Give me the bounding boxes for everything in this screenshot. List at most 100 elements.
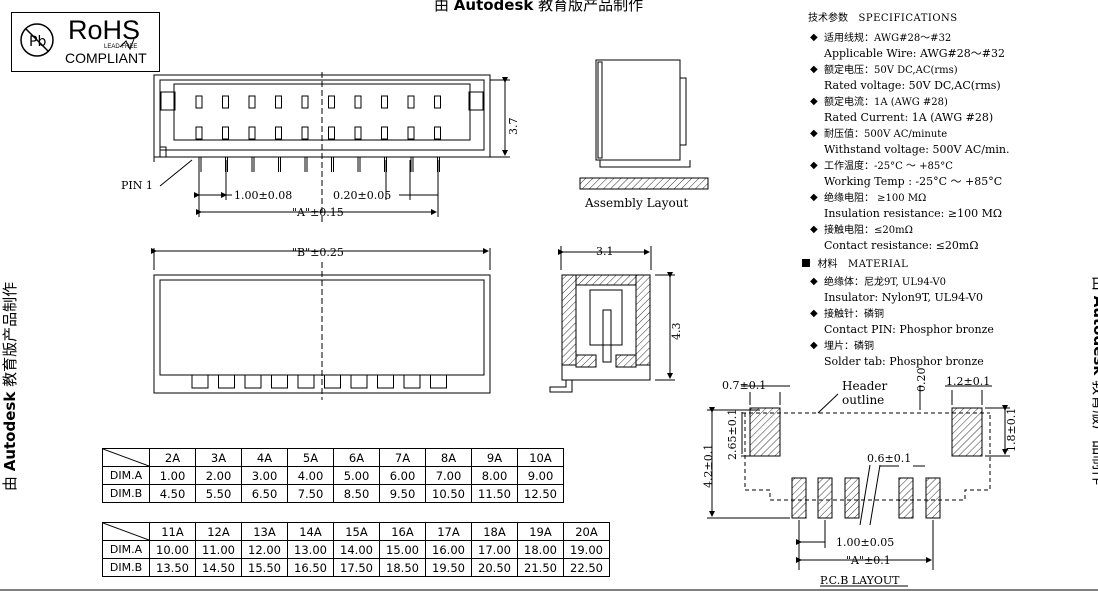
contact-slot bbox=[248, 126, 256, 140]
table-cell: 15.00 bbox=[379, 540, 426, 559]
watermark-prefix: 由 bbox=[434, 0, 450, 14]
rohs-pb-icon: Pb bbox=[20, 23, 135, 57]
table-cell: 2.00 bbox=[195, 466, 242, 485]
front-pin bbox=[403, 375, 421, 389]
front-pin bbox=[244, 375, 262, 389]
table-cell: 10.00 bbox=[149, 540, 196, 559]
contact-slot bbox=[222, 126, 229, 140]
table-cell: 17.50 bbox=[333, 558, 380, 577]
table-header-cell: 9A bbox=[471, 448, 518, 467]
table-cell: 16.00 bbox=[425, 540, 472, 559]
contact-slot bbox=[434, 95, 441, 109]
contact-slot bbox=[381, 126, 388, 140]
top-view bbox=[153, 72, 510, 225]
spec-item-cn: 绝缘体：尼龙9T, UL94-V0 bbox=[824, 277, 946, 288]
spec-heading: 技术参数 SPECIFICATIONS bbox=[808, 10, 1093, 26]
spec-title-en: SPECIFICATIONS bbox=[858, 13, 958, 24]
spec-item-en: Withstand voltage: 500V AC/min. bbox=[824, 143, 1010, 156]
dim-b-label: "B"±0.25 bbox=[292, 246, 344, 259]
spec-item-en: Insulation resistance: ≥100 MΩ bbox=[824, 207, 1002, 220]
table-cell: 13.00 bbox=[287, 540, 334, 559]
table-row-label: DIM.B bbox=[102, 484, 150, 503]
table-cell: 10.50 bbox=[425, 484, 472, 503]
dim-a-label: "A"±0.15 bbox=[292, 206, 344, 219]
pcb-layout bbox=[707, 385, 1010, 587]
contact-slot bbox=[354, 95, 362, 109]
rohs-mark: Pb bbox=[29, 34, 46, 50]
table-cell: 11.50 bbox=[471, 484, 518, 503]
rohs-logo: Pb RoHS LEAD FREE COMPLIANT bbox=[11, 12, 160, 72]
material-square-icon bbox=[802, 259, 810, 267]
rohs-title: RoHS bbox=[68, 15, 141, 45]
contact-slot bbox=[434, 126, 441, 140]
contact-slot bbox=[195, 95, 203, 109]
spec-item-cn: 额定电流：1A (AWG #28) bbox=[824, 97, 948, 108]
table-header-cell: 3A bbox=[195, 448, 242, 467]
table-cell: 11.00 bbox=[195, 540, 242, 559]
spec-item-cn: 工作温度：-25°C ～ +85°C bbox=[824, 161, 953, 172]
table-cell: 18.50 bbox=[379, 558, 426, 577]
watermark-top: 由 Autodesk 教育版产品制作 bbox=[434, 0, 643, 15]
diamond-bullet-icon: ◆ bbox=[810, 32, 818, 43]
table-cell: 16.50 bbox=[287, 558, 334, 577]
spec-item-cn: 接触电阻：≤20mΩ bbox=[824, 225, 913, 236]
table-cell: 21.50 bbox=[517, 558, 564, 577]
table-cell: 5.50 bbox=[195, 484, 242, 503]
table-header-cell: 7A bbox=[379, 448, 426, 467]
table-cell: 4.00 bbox=[287, 466, 334, 485]
front-pin bbox=[377, 375, 394, 389]
table-cell: 5.00 bbox=[333, 466, 380, 485]
spec-item: ◆额定电流：1A (AWG #28)Rated Current: 1A (AWG… bbox=[808, 94, 1093, 125]
spec-item-en: Contact PIN: Phosphor bronze bbox=[824, 323, 994, 336]
table-cell: 8.50 bbox=[333, 484, 380, 503]
diamond-bullet-icon: ◆ bbox=[810, 64, 818, 75]
table-cell: 7.00 bbox=[425, 466, 472, 485]
pcb-w07-label: 0.7±0.1 bbox=[722, 379, 766, 392]
diamond-bullet-icon: ◆ bbox=[810, 160, 818, 171]
table-cell: 6.00 bbox=[379, 466, 426, 485]
table-cell: 9.00 bbox=[517, 466, 564, 485]
table-header-cell: 14A bbox=[287, 522, 334, 541]
table-cell: 3.00 bbox=[241, 466, 288, 485]
pcb-title: P.C.B LAYOUT bbox=[820, 574, 900, 587]
contact-slot bbox=[381, 95, 388, 109]
assembly-label: Assembly Layout bbox=[584, 196, 688, 210]
pcb-dim-a-label: "A"±0.1 bbox=[846, 554, 891, 567]
table-row-label: DIM.A bbox=[102, 540, 150, 559]
front-pin bbox=[350, 375, 368, 389]
table-cell: 19.50 bbox=[425, 558, 472, 577]
contact-slot bbox=[407, 95, 415, 109]
table-cell: 6.50 bbox=[241, 484, 288, 503]
table-cell: 22.50 bbox=[563, 558, 610, 577]
watermark-suffix: 教育版产品制作 bbox=[538, 0, 644, 14]
spec-item-cn: 适用线规：AWG#28～#32 bbox=[824, 33, 952, 44]
diamond-bullet-icon: ◆ bbox=[810, 224, 818, 235]
spec-item-en: Rated voltage: 50V DC,AC(rms) bbox=[824, 79, 1001, 92]
material-heading: 材料 MATERIAL bbox=[802, 256, 1093, 272]
pitch-label: 1.00±0.08 bbox=[234, 189, 292, 202]
table-row-label: DIM.A bbox=[102, 466, 150, 485]
front-pin bbox=[271, 375, 288, 389]
table-cell: 14.50 bbox=[195, 558, 242, 577]
spec-item-en: Rated Current: 1A (AWG #28) bbox=[824, 111, 994, 124]
spec-item-en: Insulator: Nylon9T, UL94-V0 bbox=[824, 291, 983, 304]
rohs-compliant: COMPLIANT bbox=[65, 50, 147, 66]
table-header-cell: 2A bbox=[149, 448, 196, 467]
assembly-view bbox=[579, 59, 709, 190]
table-cell: 7.50 bbox=[287, 484, 334, 503]
table-cell: 12.00 bbox=[241, 540, 288, 559]
contact-slot bbox=[301, 95, 309, 109]
front-pin bbox=[191, 375, 209, 389]
spec-item-cn: 耐压值：500V AC/minute bbox=[824, 129, 948, 140]
spec-item-cn: 埋片：磷铜 bbox=[824, 341, 874, 352]
contact-slot bbox=[222, 95, 229, 109]
diamond-bullet-icon: ◆ bbox=[810, 308, 818, 319]
table-header-cell: 10A bbox=[517, 448, 564, 467]
spec-item-en: Contact resistance: ≤20mΩ bbox=[824, 239, 979, 252]
